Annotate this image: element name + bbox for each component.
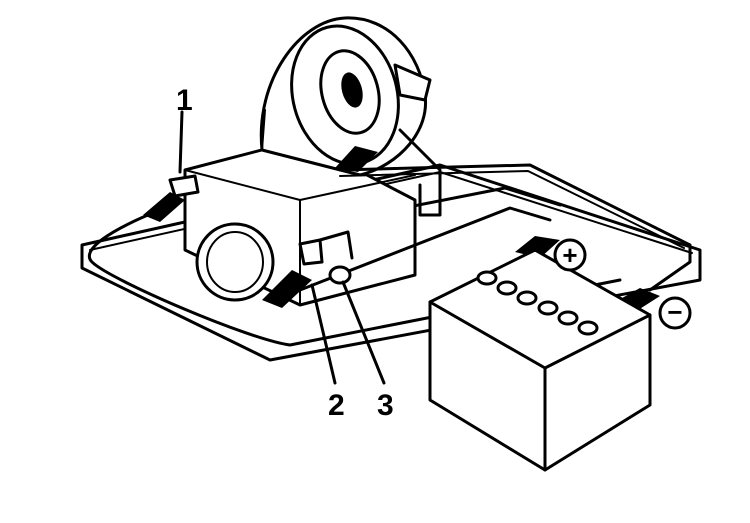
positive-terminal-icon: + — [553, 238, 587, 272]
positive-symbol: + — [562, 240, 577, 270]
clip-terminal-1 — [143, 174, 200, 222]
callout-leaders — [178, 110, 386, 385]
terminal-3-stud — [318, 230, 354, 285]
clip-terminal-2 — [262, 238, 324, 308]
callout-label-2: 2 — [328, 389, 345, 422]
callout-label-1: 1 — [176, 84, 193, 117]
clip-battery-positive — [515, 236, 560, 258]
negative-terminal-icon: − — [658, 296, 692, 330]
negative-symbol: − — [667, 297, 682, 327]
battery-cell-caps — [476, 270, 599, 336]
starter-motor — [183, 16, 442, 307]
clip-top-terminal — [335, 146, 378, 172]
battery — [428, 248, 652, 472]
test-wiring — [87, 163, 692, 347]
callout-label-3: 3 — [377, 389, 394, 422]
